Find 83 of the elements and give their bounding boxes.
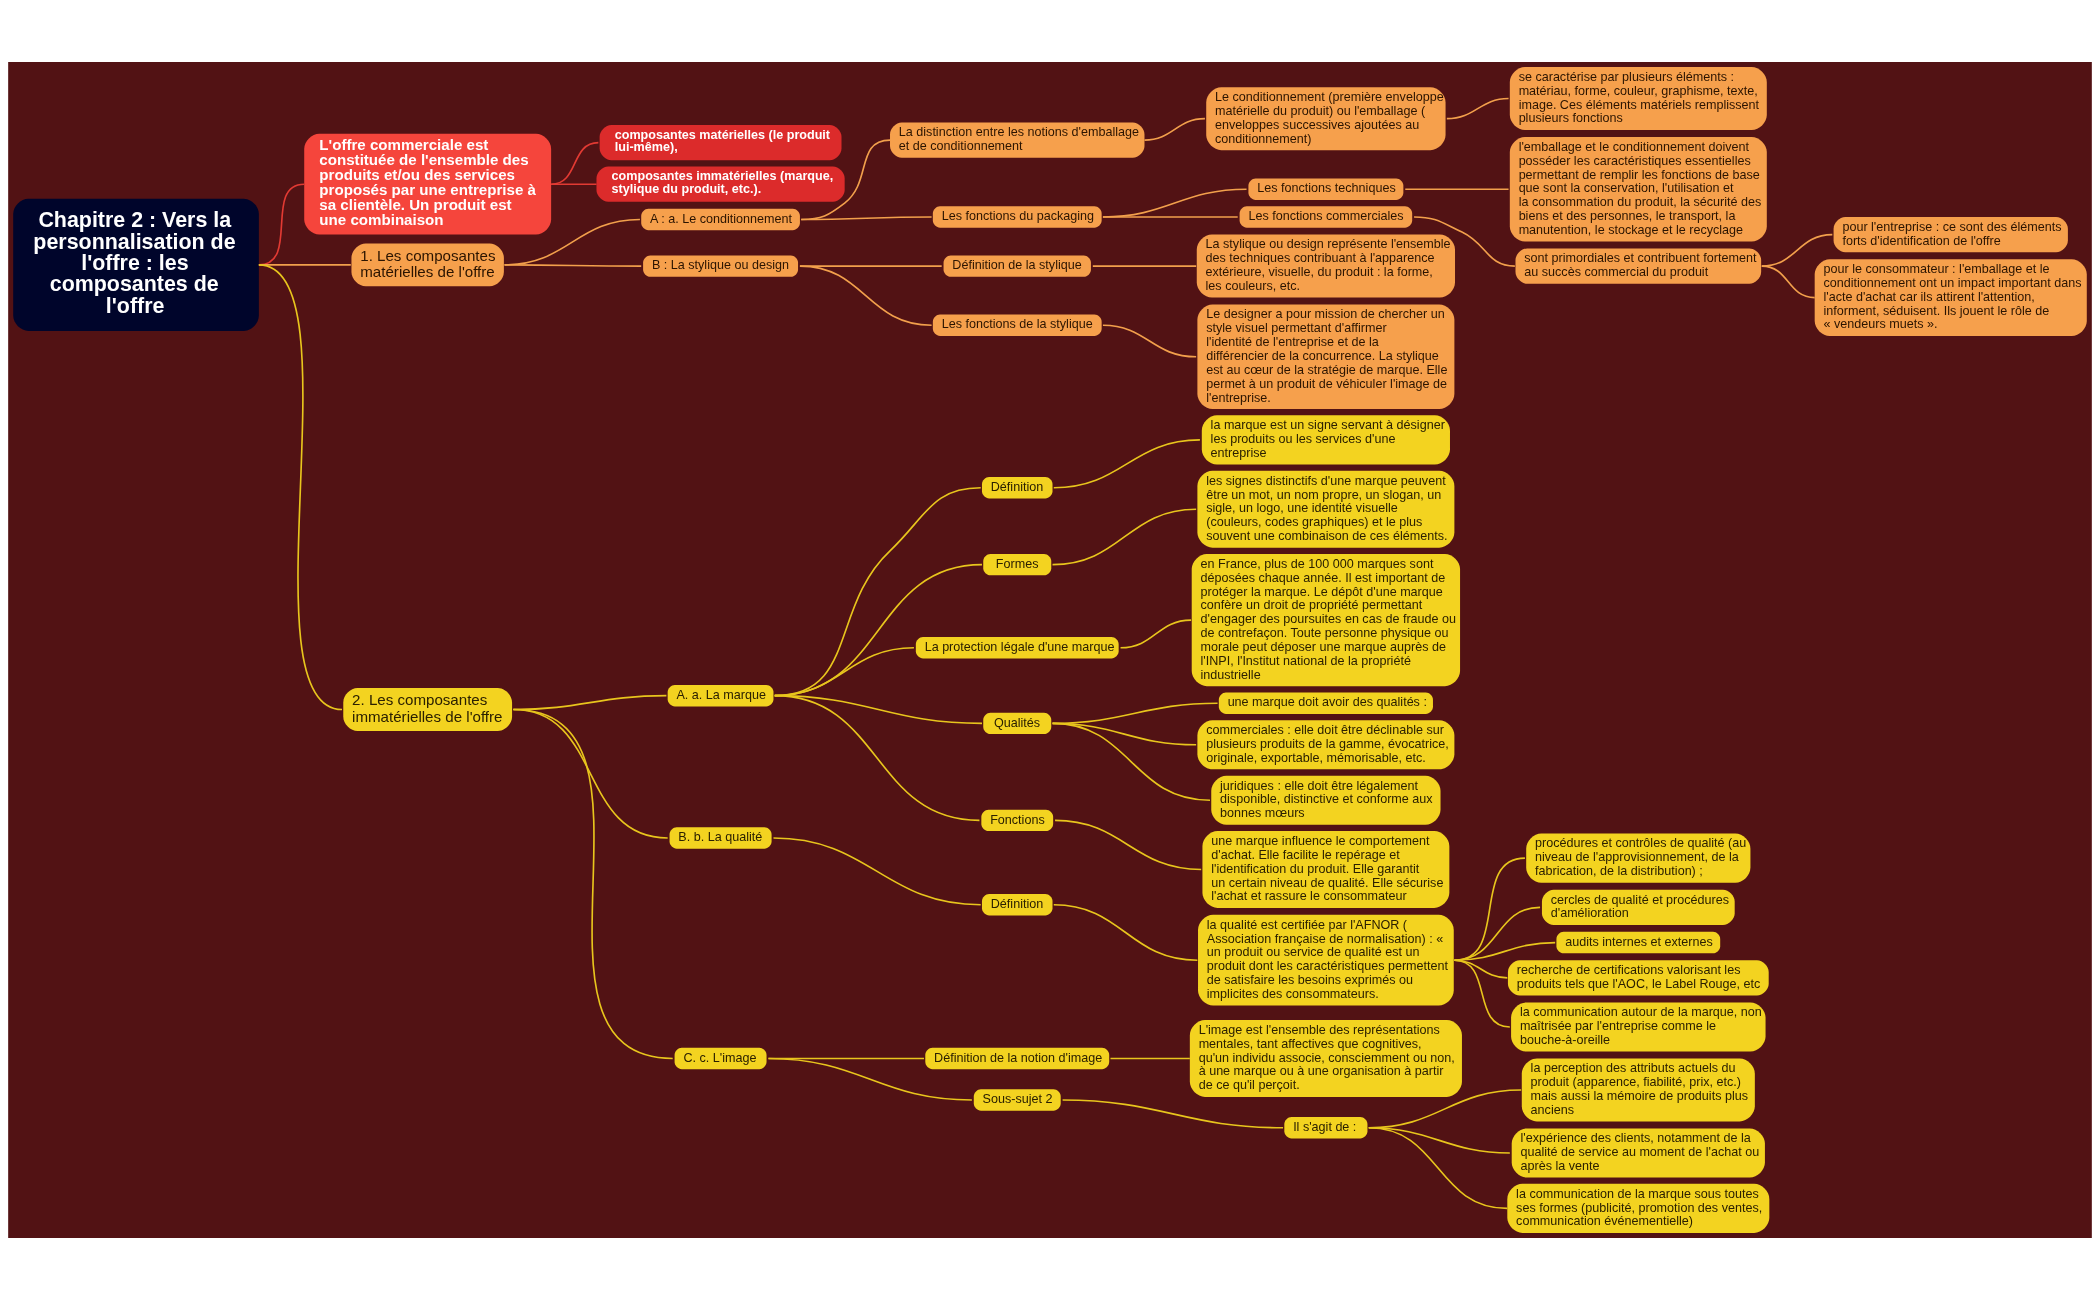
connector: [1143, 117, 1206, 141]
node-box: Sous-sujet 2: [973, 1089, 1061, 1111]
connector: [1102, 188, 1248, 218]
node-box: la communication de la marque sous toutes ses formes (publicité, promotion des ventes, communication événementielle): [1507, 1183, 1770, 1233]
node-box: une marque influence le comportement d'achat. Elle facilite le repérage et l'identification du produit. Elle garantit un certain niveau de qualité. Elle sécurise l'achat et rassure le consommateur: [1202, 831, 1450, 908]
connector: [1453, 959, 1509, 979]
node-box: B. b. La qualité: [669, 827, 772, 849]
node-box: composantes immatérielles (marque, stylique du produit, etc.).: [596, 166, 845, 202]
node-box: L'offre commerciale est constituée de l'ensemble des produits et/ou des services proposés par une entreprise à sa clientèle. Un produit est une combinaison: [304, 133, 552, 235]
node-box: la marque est un signe servant à désigner les produits ou les services d'une entreprise: [1201, 415, 1450, 465]
connector: [799, 265, 933, 327]
node-box: Qualités: [983, 712, 1052, 735]
connector: [503, 264, 643, 267]
connector: [1102, 324, 1197, 358]
connector: [1413, 216, 1516, 267]
node-box: composantes matérielles (le produit lui-même),: [599, 125, 842, 161]
node-box: B : La stylique ou design: [643, 255, 799, 277]
connector: [1760, 265, 1816, 299]
node-box: La protection légale d'une marque: [915, 637, 1119, 659]
node-box: pour le consommateur : l'emballage et le conditionnement ont un impact important dans l'acte d'achat car ils attirent l'attention, informent, séduisent. Ils jouent le rôle de « vendeurs muets ».: [1814, 259, 2087, 336]
connector: [503, 218, 641, 266]
node-box: l'emballage et le conditionnement doivent posséder les caractéristiques essentielles permettant de remplir les fonctions de base que sont la conservation, l'utilisation et la consommation du produit, la sécurité des biens et des personnes, le transport, la manutention, le stockage et le recyclage: [1509, 136, 1767, 242]
node-box: A. a. La marque: [667, 684, 774, 707]
connector: [1061, 1099, 1284, 1129]
node-box: l'expérience des clients, notamment de la qualité de service au moment de l'achat ou après la vente: [1511, 1128, 1765, 1178]
connector: [550, 141, 600, 185]
connector: [1102, 216, 1239, 218]
connector: [512, 708, 674, 1060]
node-box: Définition: [981, 894, 1053, 916]
node-box: commerciales : elle doit être déclinable sur plusieurs produits de la gamme, évocatrice, originale, exportable, mémorisable, etc.: [1197, 720, 1455, 770]
connector: [1404, 188, 1510, 191]
node-box: juridiques : elle doit être légalement disponible, distinctive et conforme aux bonnes mœurs: [1211, 775, 1441, 825]
node-box: pour l'entreprise : ce sont des éléments forts d'identification de l'offre: [1833, 216, 2068, 253]
node-box: la qualité est certifiée par l'AFNOR ( Association française de normalisation) : « un produit ou service de qualité est un produit dont les caractéristiques permettent de satisfaire les besoins exprimés ou implicites des consommateurs.: [1198, 914, 1454, 1006]
node-box: en France, plus de 100 000 marques sont déposées chaque année. Il est important de protéger la marque. Le dépôt d'une marque confère un droit de propriété permettant d'engager des poursuites en cas de fraude ou de contrefaçon. Toute personne physique ou morale peut déposer une marque auprès de l'INPI, l'Institut national de la propriété industrielle: [1191, 553, 1461, 687]
node-box: Chapitre 2 : Vers la personnalisation de l'offre : les composantes de l'offre: [13, 198, 259, 331]
node-box: A : a. Le conditionnement: [641, 208, 800, 231]
node-box: recherche de certifications valorisant les produits tels que l'AOC, le Label Rouge, etc: [1507, 960, 1769, 996]
node-box: Le designer a pour mission de chercher un style visuel permettant d'affirmer l'identité de l'entreprise et de la différencier de la concurrence. La stylique est au cœur de la stratégie de marque. Elle permet à un produit de véhiculer l'image de l'entreprise.: [1197, 304, 1455, 410]
node-box: se caractérise par plusieurs éléments : matériau, forme, couleur, graphisme, texte, image. Ces éléments matériels remplissent plusieurs fonctions: [1509, 67, 1767, 131]
connector: [1051, 508, 1197, 566]
connector: [767, 1057, 973, 1101]
node-box: La distinction entre les notions d'emballage et de conditionnement: [890, 122, 1145, 158]
node-box: procédures et contrôles de qualité (au niveau de l'approvisionnement, de la fabrication, de la distribution) ;: [1526, 833, 1751, 883]
node-box: une marque doit avoir des qualités :: [1218, 692, 1433, 714]
connector: [1054, 819, 1202, 871]
connector: [1052, 439, 1201, 489]
connector: [1367, 1126, 1509, 1210]
connector: [1453, 941, 1556, 962]
node-box: Les fonctions de la stylique: [932, 314, 1102, 336]
connector: [772, 837, 982, 906]
node-box: Définition: [981, 477, 1053, 499]
node-box: cercles de qualité et procédures d'amélioration: [1541, 889, 1735, 925]
node-box: Les fonctions du packaging: [932, 206, 1102, 228]
connector: [1092, 265, 1197, 267]
node-box: Les fonctions techniques: [1248, 178, 1404, 200]
node-box: 1. Les composantes matérielles de l'offre: [351, 243, 504, 287]
connector: [1109, 1057, 1191, 1060]
connector: [773, 694, 981, 822]
node-box: la communication autour de la marque, non maîtrisée par l'entreprise comme le bouche-à-oreille: [1511, 1002, 1766, 1052]
node-box: la perception des attributs actuels du produit (apparence, fiabilité, prix, etc.) mais aussi la mémoire de produits plus anciens: [1521, 1058, 1755, 1122]
connector: [1119, 619, 1192, 649]
node-box: L'image est l'ensemble des représentations mentales, tant affectives que cognitives, qu'un individu associe, consciemment ou non, à une marque ou à une organisation à partir de ce qu'il perçoit.: [1189, 1020, 1462, 1097]
node-box: 2. Les composantes immatérielles de l'offre: [343, 688, 513, 731]
node-box: Le conditionnement (première enveloppe matérielle du produit) ou l'emballage ( enveloppes successives ajoutées au conditionnement): [1206, 87, 1446, 151]
connector: [1453, 959, 1511, 1028]
node-box: Les fonctions commerciales: [1239, 206, 1413, 228]
node-box: les signes distinctifs d'une marque peuvent être un mot, un nom propre, un slogan, un sigle, un logo, une identité visuelle (couleurs, codes graphiques) et le plus souvent une combinaison de ces éléments.: [1197, 470, 1455, 548]
node-box: La stylique ou design représente l'ensemble des techniques contribuant à l'apparence extérieure, visuelle, du produit : la forme, les couleurs, etc.: [1196, 234, 1455, 298]
node-box: Définition de la stylique: [943, 255, 1091, 277]
node-box: C. c. L'image: [674, 1047, 767, 1070]
connector: [800, 216, 933, 221]
node-box: Définition de la notion d'image: [925, 1047, 1110, 1070]
connector: [1051, 722, 1211, 802]
connector: [1446, 97, 1510, 120]
connector: [550, 183, 598, 185]
node-box: sont primordiales et contribuent fortement au succès commercial du produit: [1515, 248, 1762, 284]
node-box: Fonctions: [981, 809, 1054, 832]
node-box: audits internes et externes: [1556, 931, 1721, 954]
connector: [258, 264, 343, 711]
node-box: Formes: [983, 553, 1052, 576]
connector: [1052, 903, 1199, 962]
node-box: Il s'agit de :: [1284, 1117, 1368, 1139]
